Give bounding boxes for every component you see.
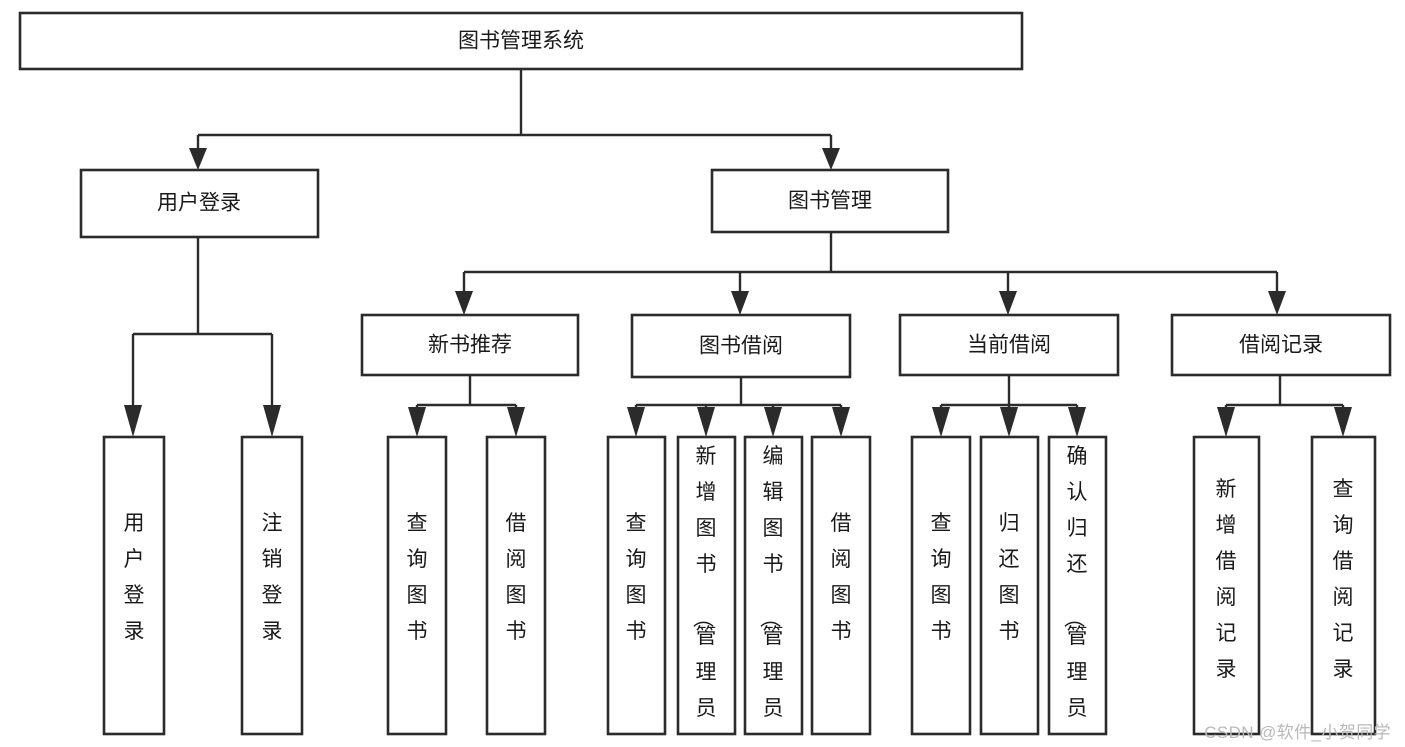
- node-leaf-query-book-1-label: 查询图书: [407, 512, 428, 643]
- node-new-book-recommend-box[interactable]: [360, 313, 580, 377]
- node-leaf-confirm-return-box[interactable]: [1047, 435, 1108, 736]
- arrow-cb-leaf-3: [1068, 407, 1086, 437]
- arrow-root-to-book-manage: [822, 148, 840, 170]
- arrow-nbr-leaf-1: [408, 407, 426, 437]
- node-leaf-query-record[interactable]: 查询借阅记录: [1310, 435, 1377, 736]
- node-leaf-borrow-book-2-label: 借阅图书: [831, 512, 852, 643]
- node-leaf-add-book[interactable]: 新增图书（管理员）: [676, 435, 737, 747]
- arrow-nbr-leaf-2: [507, 407, 525, 437]
- arrow-bm-borrow-record: [1268, 291, 1286, 315]
- node-leaf-query-book-3-label: 查询图书: [931, 512, 952, 643]
- node-leaf-borrow-book-1-label: 借阅图书: [506, 512, 527, 643]
- arrow-bm-book-borrow: [731, 291, 749, 315]
- node-leaf-query-book-3[interactable]: 查询图书: [910, 435, 972, 736]
- node-leaf-user-login-label: 用户登录: [124, 512, 145, 643]
- node-root[interactable]: 图书管理系统: [18, 11, 1024, 71]
- node-current-borrow-label: 当前借阅: [967, 334, 1051, 357]
- node-leaf-query-book-2-label: 查询图书: [626, 512, 647, 643]
- node-leaf-user-login-box[interactable]: [102, 435, 166, 736]
- node-user-login-label: 用户登录: [157, 192, 241, 215]
- node-leaf-borrow-book-1-box[interactable]: [485, 435, 547, 736]
- node-leaf-edit-book-box[interactable]: [743, 435, 804, 736]
- node-leaf-edit-book[interactable]: 编辑图书（管理员）: [743, 435, 804, 747]
- node-root-box[interactable]: [18, 11, 1024, 71]
- node-leaf-query-book-2[interactable]: 查询图书: [606, 435, 667, 736]
- node-leaf-logout-login-box[interactable]: [240, 435, 304, 736]
- node-borrow-record-label: 借阅记录: [1239, 334, 1323, 357]
- node-leaf-add-record-label: 新增借阅记录: [1216, 478, 1237, 681]
- node-leaf-add-book-label: 新增图书（管理员）: [691, 445, 717, 747]
- node-leaf-query-book-2-box[interactable]: [606, 435, 667, 736]
- node-book-borrow[interactable]: 图书借阅: [630, 313, 852, 379]
- arrow-bb-leaf-2: [697, 407, 715, 437]
- arrow-bb-leaf-1: [627, 407, 645, 437]
- arrow-root-to-user-login: [189, 148, 207, 170]
- node-current-borrow[interactable]: 当前借阅: [898, 313, 1120, 377]
- node-book-manage-label: 图书管理: [788, 190, 872, 213]
- node-leaf-borrow-book-2[interactable]: 借阅图书: [810, 435, 872, 736]
- node-leaf-query-book-1-box[interactable]: [386, 435, 448, 736]
- node-root-label: 图书管理系统: [458, 30, 584, 53]
- node-leaf-edit-book-label: 编辑图书（管理员）: [758, 445, 784, 747]
- arrow-user-login-leaf-1: [124, 405, 142, 437]
- arrow-br-leaf-2: [1334, 407, 1352, 437]
- node-leaf-query-record-box[interactable]: [1310, 435, 1377, 736]
- node-leaf-query-book-1[interactable]: 查询图书: [386, 435, 448, 736]
- node-new-book-recommend[interactable]: 新书推荐: [360, 313, 580, 377]
- arrow-cb-leaf-2: [1000, 407, 1018, 437]
- node-leaf-logout-login[interactable]: 注销登录: [240, 435, 304, 736]
- node-book-borrow-box[interactable]: [630, 313, 852, 379]
- arrow-bm-current-borrow: [999, 291, 1017, 315]
- node-borrow-record[interactable]: 借阅记录: [1170, 313, 1392, 377]
- node-book-manage[interactable]: 图书管理: [710, 168, 950, 234]
- arrow-bb-leaf-4: [832, 407, 850, 437]
- arrow-bm-new-book-recommend: [455, 291, 473, 315]
- arrow-bb-leaf-3: [764, 407, 782, 437]
- node-leaf-borrow-book-1[interactable]: 借阅图书: [485, 435, 547, 736]
- node-user-login-box[interactable]: [79, 168, 320, 239]
- node-leaf-confirm-return[interactable]: 确认归还（管理员）: [1047, 435, 1108, 747]
- node-leaf-query-book-3-box[interactable]: [910, 435, 972, 736]
- node-user-login[interactable]: 用户登录: [79, 168, 320, 239]
- node-leaf-return-book-label: 归还图书: [999, 512, 1020, 643]
- node-current-borrow-box[interactable]: [898, 313, 1120, 377]
- node-leaf-confirm-return-label: 确认归还（管理员）: [1062, 445, 1088, 747]
- node-leaf-add-record[interactable]: 新增借阅记录: [1192, 435, 1261, 736]
- arrow-cb-leaf-1: [932, 407, 950, 437]
- node-leaf-query-record-label: 查询借阅记录: [1333, 478, 1354, 681]
- node-leaf-return-book[interactable]: 归还图书: [979, 435, 1040, 736]
- node-leaf-return-book-box[interactable]: [979, 435, 1040, 736]
- node-leaf-add-record-box[interactable]: [1192, 435, 1261, 736]
- node-new-book-recommend-label: 新书推荐: [428, 334, 512, 357]
- connector-layer: [124, 69, 1352, 437]
- node-leaf-borrow-book-2-box[interactable]: [810, 435, 872, 736]
- node-borrow-record-box[interactable]: [1170, 313, 1392, 377]
- node-book-manage-box[interactable]: [710, 168, 950, 234]
- node-leaf-add-book-box[interactable]: [676, 435, 737, 736]
- arrow-br-leaf-1: [1217, 407, 1235, 437]
- node-book-borrow-label: 图书借阅: [699, 335, 783, 358]
- arrow-user-login-leaf-2: [263, 405, 281, 437]
- node-leaf-user-login[interactable]: 用户登录: [102, 435, 166, 736]
- node-leaf-logout-login-label: 注销登录: [262, 512, 283, 643]
